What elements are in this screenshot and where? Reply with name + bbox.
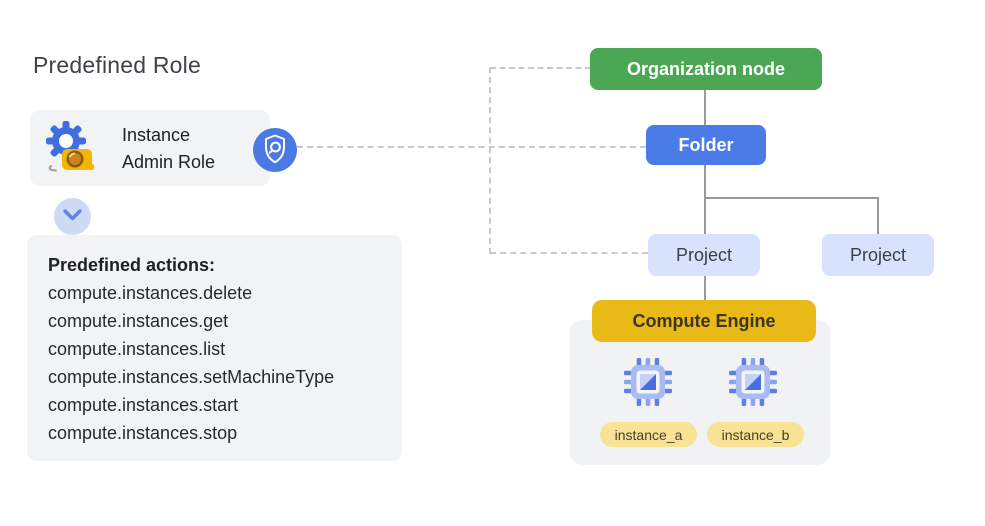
- dashed-link-to-organization: [490, 67, 591, 69]
- instance-a-label: instance_a: [600, 422, 697, 447]
- iam-role-gear-icon: [44, 118, 96, 176]
- role-badge: [253, 128, 297, 172]
- shield-magnifier-icon: [253, 126, 297, 175]
- instance-b-label: instance_b: [707, 422, 804, 447]
- dashed-link-vertical: [489, 67, 491, 254]
- connector-folder-project: [704, 165, 706, 234]
- compute-engine-node: Compute Engine: [592, 300, 816, 342]
- action-item: compute.instances.setMachineType: [48, 367, 335, 387]
- project-node-right: Project: [822, 234, 934, 276]
- predefined-actions-card: Predefined actions: compute.instances.de…: [27, 235, 402, 461]
- actions-heading: Predefined actions:: [48, 255, 216, 275]
- action-item: compute.instances.stop: [48, 423, 238, 443]
- connector-project-compute-engine: [704, 276, 706, 301]
- dashed-link-to-project: [490, 252, 648, 254]
- role-label-line1: Instance: [122, 125, 191, 145]
- chevron-down-icon: [54, 196, 91, 238]
- role-label-line2: Admin Role: [122, 152, 216, 172]
- page-title: Predefined Role: [33, 52, 201, 78]
- action-item: compute.instances.start: [48, 395, 239, 415]
- action-item: compute.instances.delete: [48, 283, 253, 303]
- action-item: compute.instances.list: [48, 339, 226, 359]
- connector-branch: [704, 197, 879, 199]
- expand-toggle: [54, 198, 91, 235]
- compute-chip-icon: [727, 356, 779, 408]
- action-item: compute.instances.get: [48, 311, 229, 331]
- folder-node: Folder: [646, 125, 766, 165]
- compute-chip-icon: [622, 356, 674, 408]
- organization-node: Organization node: [590, 48, 822, 90]
- project-node-left: Project: [648, 234, 760, 276]
- role-card-label: Instance Admin Role: [122, 122, 215, 176]
- dashed-link-role-to-folder: [297, 146, 646, 148]
- connector-right-project: [877, 197, 879, 234]
- connector-org-folder: [704, 90, 706, 126]
